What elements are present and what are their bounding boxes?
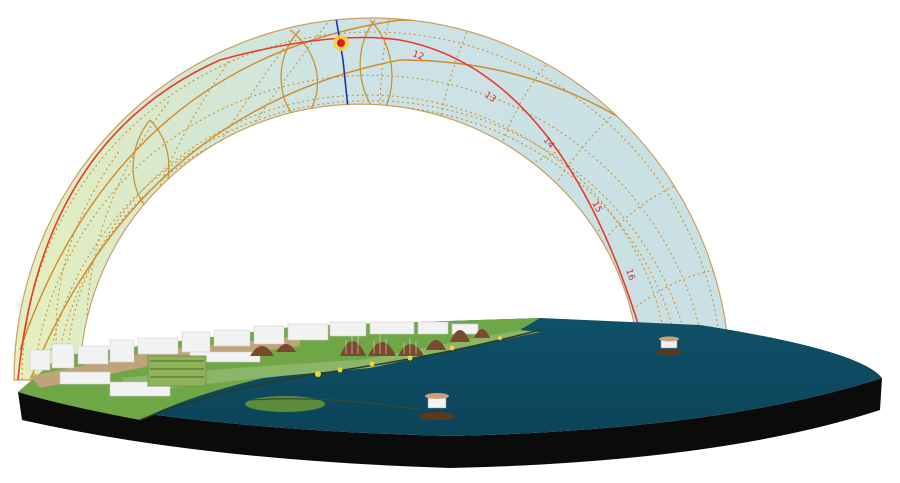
sun-path-today: [17, 36, 641, 380]
island-icon: [655, 336, 683, 355]
green-building: [147, 355, 207, 387]
meridian-line: [335, 18, 350, 119]
hour-label-12: 12: [411, 49, 425, 62]
lagoon: [245, 396, 325, 412]
buildings: [29, 321, 502, 397]
island-icon: [419, 393, 455, 420]
platform-side: [18, 378, 882, 468]
hour-label-16: 16: [623, 268, 636, 282]
sun-icon: [333, 35, 349, 51]
sky-dome: 12 13 14 15 16: [13, 17, 731, 381]
hour-label-15: 15: [589, 200, 603, 215]
